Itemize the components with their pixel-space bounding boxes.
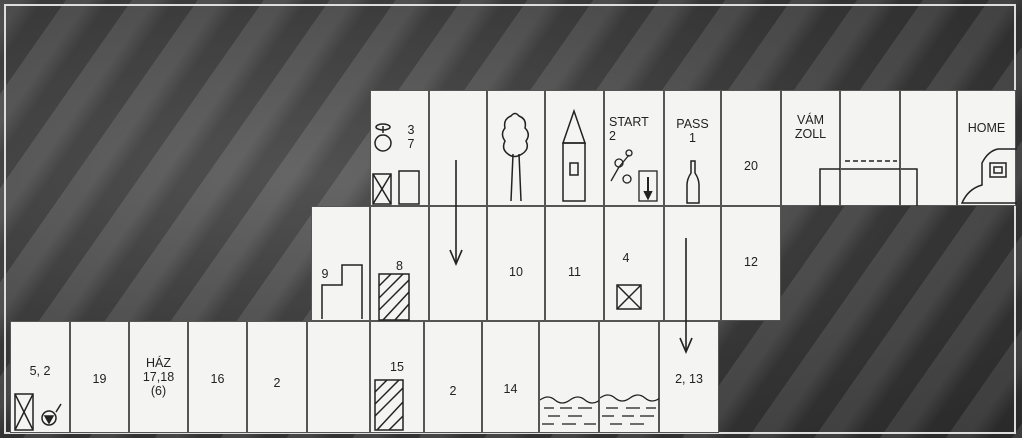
board-diagram: 3 7 START 2 PASS 1 — [0, 0, 1022, 438]
path-arrows — [0, 0, 1022, 438]
